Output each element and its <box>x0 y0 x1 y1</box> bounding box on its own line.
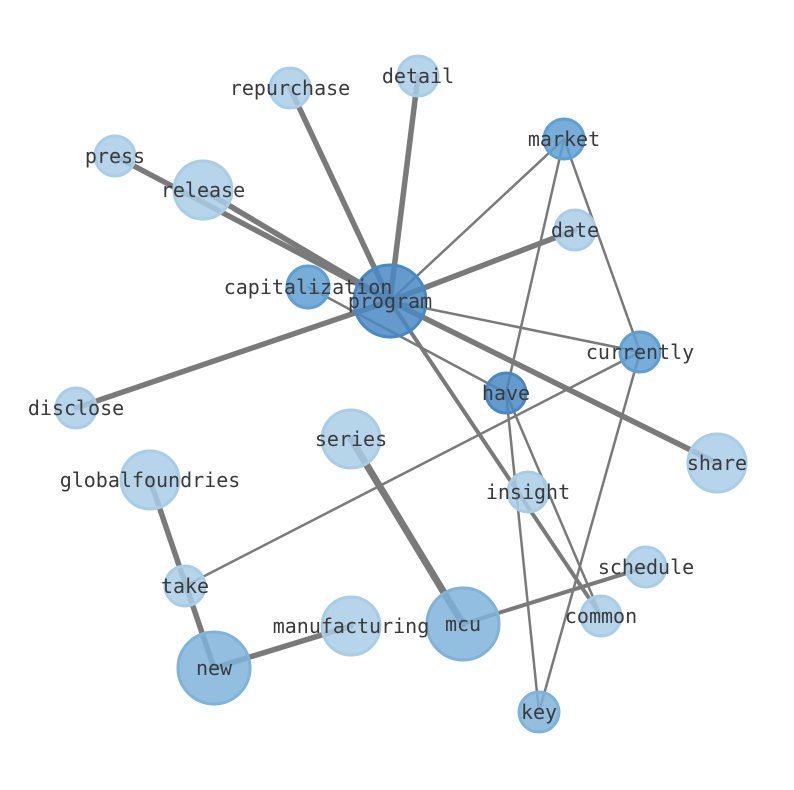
node-label-series: series <box>315 427 387 451</box>
node-label-have: have <box>482 381 530 405</box>
nodes-layer <box>54 54 748 734</box>
node-repurchase <box>268 66 312 110</box>
edge-program-market <box>388 137 566 303</box>
node-label-manufacturing: manufacturing <box>273 614 430 638</box>
edge-program-detail <box>387 73 421 304</box>
node-have <box>484 371 528 415</box>
edge-market-currently <box>562 137 642 354</box>
node-key <box>517 690 561 734</box>
node-label-insight: insight <box>486 480 570 504</box>
edge-market-have <box>504 137 566 395</box>
edge-program-disclose <box>73 298 393 411</box>
node-label-key: key <box>521 700 557 724</box>
node-schedule <box>624 545 668 589</box>
node-label-take: take <box>161 574 209 598</box>
node-take <box>163 564 207 608</box>
node-globalfoundries <box>119 449 181 511</box>
edge-program-repurchase <box>287 85 393 304</box>
edge-currently-key <box>537 350 642 714</box>
node-share <box>686 432 748 494</box>
node-label-currently: currently <box>586 340 694 364</box>
edge-program-currently <box>388 299 642 354</box>
edges-layer <box>73 73 720 714</box>
node-capitalization <box>285 264 331 310</box>
edge-have-key <box>504 391 541 714</box>
node-label-program: program <box>348 289 432 313</box>
edge-have-common <box>504 391 603 618</box>
node-label-release: release <box>161 178 245 202</box>
labels-layer: program mcu new share series manufacturing rel… <box>28 64 747 724</box>
node-disclose <box>54 386 98 430</box>
node-label-share: share <box>687 451 747 475</box>
node-label-market: market <box>528 127 600 151</box>
node-series <box>320 408 382 470</box>
node-release <box>172 159 234 221</box>
edge-program-common <box>388 299 603 618</box>
node-label-new: new <box>196 656 233 680</box>
node-label-common: common <box>565 604 637 628</box>
node-new <box>176 630 252 706</box>
node-program <box>352 263 428 339</box>
edge-program-share <box>387 298 720 466</box>
node-mcu <box>425 586 501 662</box>
node-market <box>542 117 586 161</box>
node-currently <box>618 330 662 374</box>
node-common <box>579 594 623 638</box>
node-label-capitalization: capitalization <box>224 275 393 299</box>
node-label-globalfoundries: globalfoundries <box>60 468 241 492</box>
node-label-schedule: schedule <box>598 555 694 579</box>
node-label-repurchase: repurchase <box>230 76 350 100</box>
node-label-detail: detail <box>382 64 454 88</box>
node-label-press: press <box>85 144 145 168</box>
node-manufacturing <box>320 595 382 657</box>
edge-currently-take <box>183 350 642 588</box>
node-press <box>93 134 137 178</box>
node-label-disclose: disclose <box>28 396 124 420</box>
node-insight <box>506 470 550 514</box>
node-detail <box>396 54 440 98</box>
edge-capitalization-have <box>306 285 508 395</box>
node-date <box>553 208 597 252</box>
node-label-date: date <box>551 218 599 242</box>
node-label-mcu: mcu <box>445 612 481 636</box>
